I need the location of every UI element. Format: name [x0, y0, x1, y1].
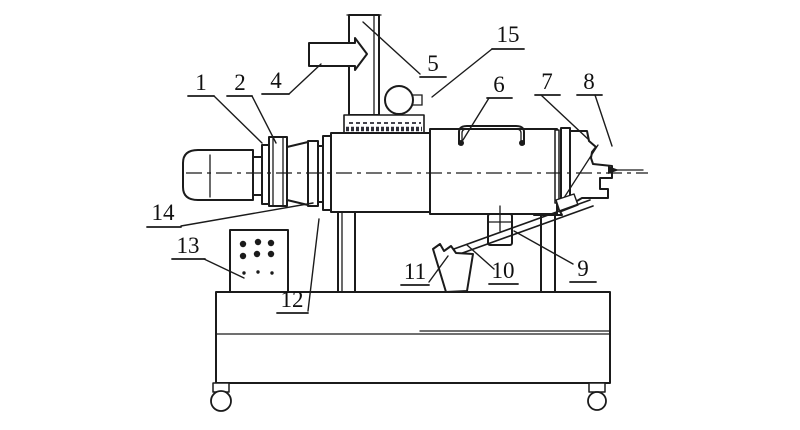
part-label-8-text: 8 [583, 69, 595, 94]
inlet-arrow-pipe [308, 37, 368, 71]
end-ring [554, 129, 560, 204]
sight-port-circle [384, 85, 414, 115]
part-label-11-text: 11 [404, 259, 426, 284]
part-label-13-text: 13 [177, 233, 200, 258]
sight-port [384, 85, 423, 115]
panel-button [239, 240, 247, 248]
discharge-head-profile [569, 130, 613, 206]
part-label-10-text: 10 [492, 258, 515, 283]
ring-thin [261, 144, 270, 205]
caster-right-stem [588, 382, 606, 393]
control-panel [229, 229, 289, 293]
chute-line-top [439, 199, 591, 255]
part-label-5: 5 [362, 21, 447, 78]
caster-left [210, 382, 232, 412]
caster-right [587, 382, 607, 411]
panel-indicator [256, 270, 260, 274]
part-label-11: 11 [400, 255, 449, 286]
part-label-14-leader [180, 202, 314, 227]
part-label-7-leader [540, 94, 589, 140]
part-label-5-text: 5 [427, 51, 439, 76]
ring-collar [268, 136, 288, 207]
part-label-15-text: 15 [497, 22, 520, 47]
part-label-14: 14 [146, 200, 314, 228]
part-label-4-text: 4 [270, 68, 282, 93]
part-label-7: 7 [534, 69, 589, 140]
part-label-15-leader [431, 48, 493, 98]
part-label-2-text: 2 [234, 70, 246, 95]
cover-handle [458, 125, 525, 146]
barrel-right [429, 128, 558, 215]
part-label-14-text: 14 [152, 200, 176, 225]
part-label-13-leader [203, 258, 245, 279]
part-label-11-leader [428, 255, 449, 283]
discharge-cross-strut [559, 144, 599, 205]
part-label-15: 15 [431, 22, 525, 98]
base-body [215, 291, 611, 384]
nose-cone [182, 149, 254, 201]
end-flange [560, 127, 571, 206]
part-label-6-leader [462, 97, 490, 141]
support-leg-left [337, 211, 356, 293]
panel-indicator [242, 271, 246, 275]
handle-foot-left [458, 140, 464, 146]
part-label-5-leader [362, 21, 421, 75]
leg-left-body [337, 211, 356, 293]
part-label-13: 13 [171, 233, 245, 279]
part-label-1: 1 [187, 70, 263, 144]
caster-left-wheel [210, 390, 232, 412]
part-label-12: 12 [276, 218, 320, 314]
part-label-6-text: 6 [493, 72, 505, 97]
part-label-9: 9 [513, 230, 597, 283]
part-label-4: 4 [261, 63, 322, 95]
nose-step [252, 156, 263, 196]
part-label-1-text: 1 [195, 70, 207, 95]
mounting-plate [343, 114, 425, 134]
part-label-12-text: 12 [281, 287, 304, 312]
handle-outer [458, 125, 525, 145]
panel-button [267, 250, 275, 258]
panel-button [239, 252, 247, 260]
handle-inner [461, 128, 522, 145]
sight-port-bracket [412, 94, 423, 106]
part-label-8-leader [594, 94, 613, 147]
part-label-1-leader [213, 95, 263, 144]
support-leg-right [533, 203, 563, 293]
part-label-9-leader [513, 230, 574, 265]
part-label-8: 8 [576, 69, 613, 147]
caster-right-wheel [587, 391, 607, 411]
machine-base [215, 291, 611, 384]
part-label-2-leader [251, 95, 277, 144]
panel-button [253, 250, 261, 258]
part-label-7-text: 7 [541, 69, 553, 94]
part-label-9-text: 9 [577, 256, 589, 281]
panel-button [267, 239, 275, 247]
part-label-10-leader [466, 244, 495, 270]
handle-foot-right [519, 140, 525, 146]
discharge-head [554, 127, 644, 213]
panel-button [254, 238, 262, 246]
part-label-4-leader [288, 63, 322, 95]
panel-indicator [270, 271, 274, 275]
part-label-2: 2 [226, 70, 277, 144]
part-label-6: 6 [462, 72, 513, 141]
outlet-spout [432, 243, 474, 293]
part-label-10: 10 [466, 244, 519, 285]
part-label-12-leader [307, 218, 320, 312]
